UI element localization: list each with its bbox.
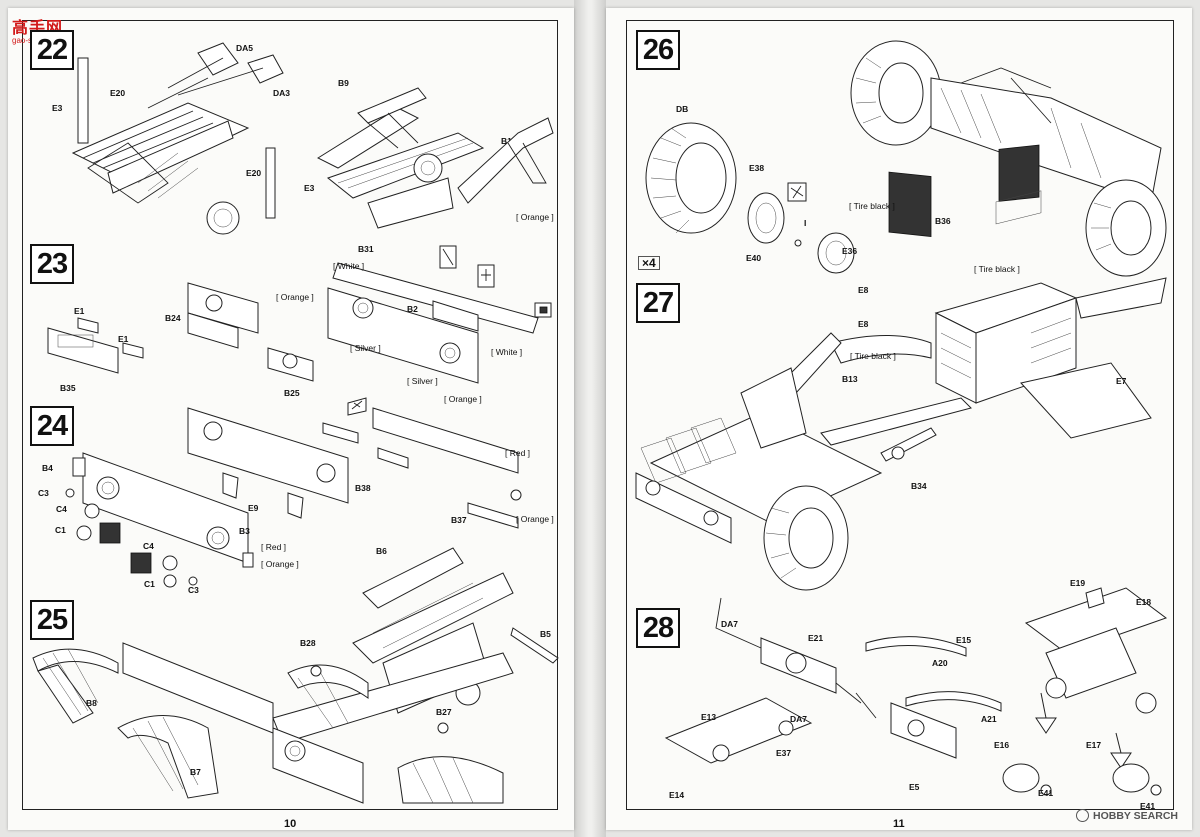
label-e36: E36 [842,246,858,256]
label-silver-23a: [ Silver ] [350,343,381,353]
label-e8-b: E8 [858,319,869,329]
label-a21: A21 [981,714,997,724]
label-b8: B8 [86,698,97,708]
label-e20-b: E20 [246,168,262,178]
step-27-number: 27 [636,283,680,323]
step-26-wheel-drawing [645,40,1167,277]
label-b24: B24 [165,313,181,323]
label-red-24a: [ Red ] [505,448,531,458]
label-b7: B7 [190,767,201,777]
label-b35: B35 [60,383,76,393]
hobby-search-text: HOBBY SEARCH [1093,809,1178,822]
label-b6: B6 [376,546,387,556]
label-b4: B4 [42,463,53,473]
label-e7: E7 [1116,376,1127,386]
step-28-number: 28 [636,608,680,648]
step-23-bumper-drawing [47,245,552,384]
label-i: I [804,218,807,228]
step-22-number: 22 [30,30,74,70]
label-e15: E15 [956,635,972,645]
label-b38: B38 [355,483,371,493]
multiplier-x4: ×4 [638,256,660,270]
label-white-23b: [ White ] [491,347,523,357]
page-gutter [574,0,606,837]
label-e1-b: E1 [118,334,129,344]
label-b2: B2 [407,304,418,314]
step-26-number: 26 [636,30,680,70]
label-orange-23a: [ Orange ] [276,292,314,302]
label-b31: B31 [358,244,374,254]
page-number-left: 10 [284,818,297,830]
right-page-frame [626,20,1174,810]
step-25-assembly-drawing [32,547,559,804]
label-e8-a: E8 [858,285,869,295]
right-page: 26 DB E38 I [ Tire black ] B36 E40 E36 [… [606,8,1192,830]
label-e18: E18 [1136,597,1152,607]
label-c1-a: C1 [55,525,66,535]
label-e41-b: E41 [1140,801,1156,811]
left-page-frame [22,20,558,810]
label-b28: B28 [300,638,316,648]
label-da3: DA3 [273,88,291,98]
step-22-chassis-drawing [71,42,284,235]
label-b3: B3 [239,526,250,536]
step-23-number: 23 [30,244,74,284]
label-c4-a: C4 [56,504,67,514]
label-b25: B25 [284,388,300,398]
label-orange-22: [ Orange ] [516,212,554,222]
label-c3-a: C3 [38,488,49,498]
label-e37: E37 [776,748,792,758]
label-c4-b: C4 [143,541,154,551]
label-orange-23b: [ Orange ] [444,394,482,404]
label-b13: B13 [842,374,858,384]
label-orange-24b: [ Orange ] [261,559,299,569]
label-a20: A20 [932,658,948,668]
step-24-number: 24 [30,406,74,446]
label-b37: B37 [451,515,467,525]
label-b9: B9 [338,78,349,88]
label-e3-a: E3 [52,103,63,113]
label-red-24b: [ Red ] [261,542,287,552]
label-b34: B34 [911,481,927,491]
label-e9: E9 [248,503,259,513]
label-e20-a: E20 [110,88,126,98]
label-da7-b: DA7 [790,714,808,724]
label-tire-black-27: [ Tire black ] [850,351,896,361]
label-c1-b: C1 [144,579,155,589]
label-tire-black-26a: [ Tire black ] [849,201,895,211]
step-22-frame-drawing [316,87,554,229]
label-e5: E5 [909,782,920,792]
hobby-search-logo-icon [1076,809,1090,822]
label-tire-black-26b: [ Tire black ] [974,264,1020,274]
label-c3-b: C3 [188,585,199,595]
label-b36: B36 [935,216,951,226]
hobby-search-watermark: HOBBY SEARCH [1076,809,1178,822]
label-e16: E16 [994,740,1010,750]
label-e17: E17 [1086,740,1102,750]
label-e3-b: E3 [304,183,315,193]
label-b27: B27 [436,707,452,717]
page-number-right: 11 [893,818,905,830]
label-e19: E19 [1070,578,1086,588]
label-e40: E40 [746,253,762,263]
step-28-axle-drawing [664,587,1168,796]
label-white-23a: [ White ] [333,261,365,271]
label-e21: E21 [808,633,824,643]
step-27-chassis-drawing [635,190,1167,591]
label-e1-a: E1 [74,306,85,316]
left-page: 高手网 gao-shou.com 22 DA5 DA3 B9 E20 E3 E2… [8,8,574,830]
label-e41-a: E41 [1038,788,1054,798]
label-e14: E14 [669,790,685,800]
label-db: DB [676,104,689,114]
step-25-number: 25 [30,600,74,640]
label-e38: E38 [749,163,765,173]
label-orange-24a: [ Orange ] [516,514,554,524]
label-da7-a: DA7 [721,619,739,629]
step-24-bumper-drawing [65,397,522,588]
label-da5: DA5 [236,43,254,53]
label-e13: E13 [701,712,717,722]
label-b5: B5 [540,629,551,639]
label-silver-23b: [ Silver ] [407,376,438,386]
